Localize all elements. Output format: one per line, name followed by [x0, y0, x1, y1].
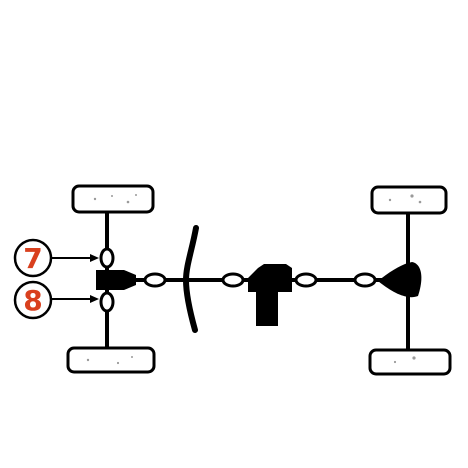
- u-joint-2: [221, 272, 245, 288]
- callout-badge-7: [13, 238, 53, 278]
- u-joint-4: [353, 272, 377, 288]
- front-differential: [378, 262, 422, 298]
- rear-differential: [96, 270, 136, 290]
- tire-rear-left-top: [71, 184, 155, 214]
- u-joint-1: [143, 272, 167, 288]
- callout-badge-8: [13, 280, 53, 320]
- tire-front-right-top: [370, 185, 448, 215]
- callout-arrowhead-8: [90, 295, 99, 303]
- callout-arrowhead-7: [90, 254, 99, 262]
- tire-front-right-bottom: [368, 348, 452, 376]
- axle-joint-7: [99, 247, 115, 269]
- transmission-case: [248, 264, 292, 326]
- fan-blade: [182, 225, 199, 333]
- tire-rear-left-bottom: [66, 346, 156, 374]
- callout-label-8: 8: [23, 284, 42, 317]
- callout-label-7: 7: [23, 242, 42, 275]
- axle-joint-8: [99, 291, 115, 313]
- u-joint-3: [294, 272, 318, 288]
- tire-texture: [86, 194, 422, 365]
